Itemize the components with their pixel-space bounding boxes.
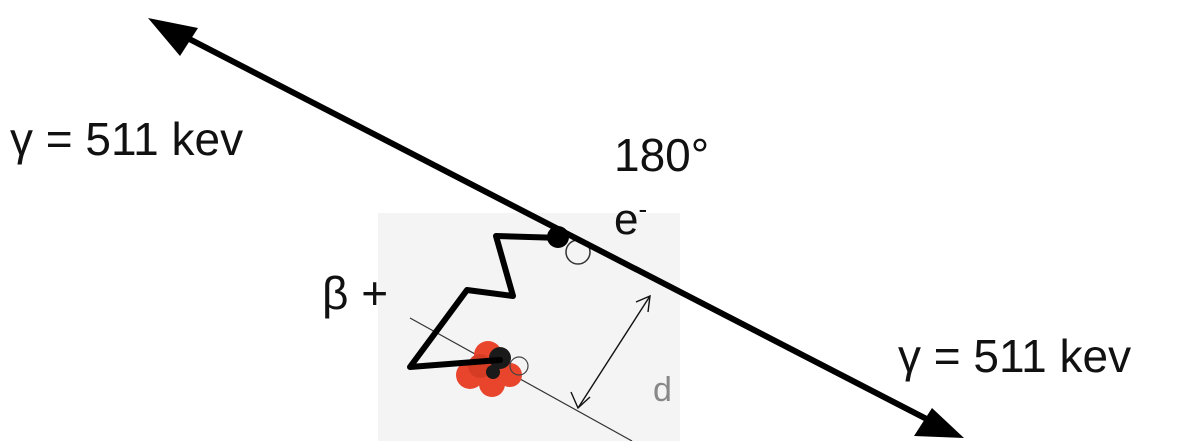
distance-arrow bbox=[570, 294, 651, 410]
arrowhead-lower-right bbox=[914, 408, 964, 438]
gamma-left-label: γ = 511 kev bbox=[10, 113, 244, 165]
beta-label: β + bbox=[322, 267, 389, 319]
electron-label-base: e bbox=[614, 195, 639, 244]
gamma-ray-line bbox=[166, 25, 950, 433]
electron-label: e- bbox=[614, 195, 647, 244]
electron-label-sup: - bbox=[638, 194, 648, 224]
distance-label: d bbox=[653, 371, 672, 409]
arrowhead-upper-left bbox=[148, 18, 198, 56]
inset-panel bbox=[378, 213, 680, 441]
gamma-right-label: γ = 511 kev bbox=[898, 330, 1132, 382]
positron-track bbox=[407, 233, 565, 370]
angle-label: 180° bbox=[614, 129, 710, 181]
